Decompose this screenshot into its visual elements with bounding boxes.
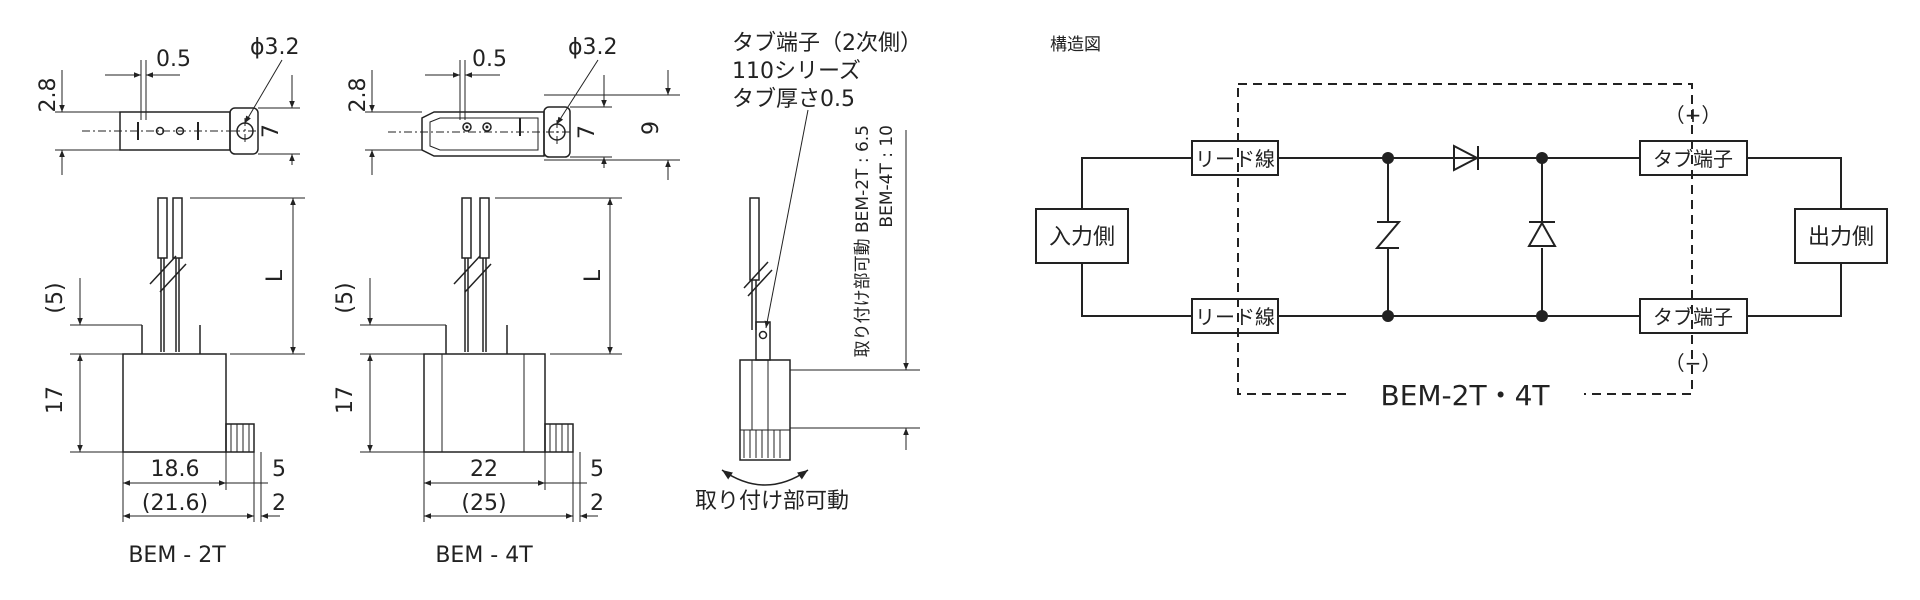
tab-terminal-label-bottom: タブ端子	[1653, 305, 1733, 329]
zener-diode-symbol	[1374, 221, 1402, 249]
bem4t-dim-total-width: (25)	[461, 491, 506, 516]
bem2t-dim-tab-thickness: 2	[272, 491, 286, 516]
bem4t-dim-body-height: 17	[333, 386, 358, 414]
bem4t-dim-tab-block: 5	[590, 457, 604, 482]
module-boundary	[1237, 83, 1693, 395]
bem4t-dim-pin-length: (5)	[333, 282, 358, 313]
side-note-thickness: タブ厚さ0.5	[732, 87, 855, 112]
bem2t-dim-tab-height: 7	[259, 124, 284, 138]
input-side-label: 入力側	[1049, 225, 1115, 250]
bem4t-dim-tab-thickness: 2	[590, 491, 604, 516]
module-model-label: BEM-2T・4T	[1381, 379, 1551, 412]
schematic-title: 構造図	[1050, 35, 1101, 55]
bem2t-dim-top-height: 2.8	[36, 78, 61, 113]
shunt-diode-symbol	[1527, 220, 1557, 247]
bem2t-front-view	[70, 197, 305, 522]
bem2t-dim-total-width: (21.6)	[142, 491, 208, 516]
bem4t-caption: BEM - 4T	[435, 543, 533, 568]
bem4t-drawing: 0.5 ϕ3.2 2.8 7 9 L (5) 17 22 (25) 5 2 BE…	[333, 35, 680, 568]
bem4t-dim-body-width: 22	[470, 457, 498, 482]
structure-schematic: 構造図	[1035, 35, 1888, 414]
bem4t-dim-tab-width: 0.5	[472, 47, 507, 72]
bem2t-dim-pin-length: (5)	[43, 282, 68, 313]
bem2t-drawing: 0.5 ϕ3.2 2.8 7 L (5) 17 18.6 (21.6) 5 2 …	[36, 35, 305, 568]
bem2t-dim-body-width: 18.6	[151, 457, 200, 482]
series-diode-symbol	[1453, 144, 1480, 172]
tab-terminal-label-top: タブ端子	[1653, 147, 1733, 171]
bem2t-dim-tab-block: 5	[272, 457, 286, 482]
output-side-label: 出力側	[1808, 225, 1874, 250]
bem2t-top-view	[55, 59, 300, 175]
side-note-series: 110シリーズ	[732, 59, 861, 84]
bem4t-dim-tab-outer: 9	[639, 121, 664, 135]
side-vertical-dim-2t: 取り付け部可動 BEM-2T : 6.5	[853, 125, 873, 357]
lead-wire-label-top: リード線	[1195, 147, 1275, 171]
polarity-plus: （+）	[1665, 103, 1722, 127]
side-rotation-label: 取り付け部可動	[695, 489, 849, 514]
side-view-drawing: タブ端子（2次側） 110シリーズ タブ厚さ0.5 取り付け部可動 BEM-2T…	[695, 31, 922, 514]
side-vertical-dim-4t: BEM-4T : 10	[877, 125, 897, 228]
bem2t-dim-body-height: 17	[43, 386, 68, 414]
bem4t-top-view	[365, 59, 680, 180]
bem4t-dim-top-height: 2.8	[346, 78, 371, 113]
bem2t-dim-tab-width: 0.5	[156, 47, 191, 72]
lead-wire-label-bottom: リード線	[1195, 305, 1275, 329]
bem4t-dim-hole: ϕ3.2	[568, 35, 618, 60]
bem2t-dim-lead-length: L	[263, 269, 288, 282]
bem4t-front-view	[360, 197, 622, 522]
polarity-minus: （−）	[1665, 351, 1722, 375]
bem4t-dim-lead-length: L	[581, 269, 606, 282]
bem4t-dim-tab-height: 7	[575, 125, 600, 139]
side-note-tab-terminal: タブ端子（2次側）	[732, 31, 922, 56]
bem2t-dim-hole: ϕ3.2	[250, 35, 300, 60]
bem2t-caption: BEM - 2T	[128, 543, 226, 568]
